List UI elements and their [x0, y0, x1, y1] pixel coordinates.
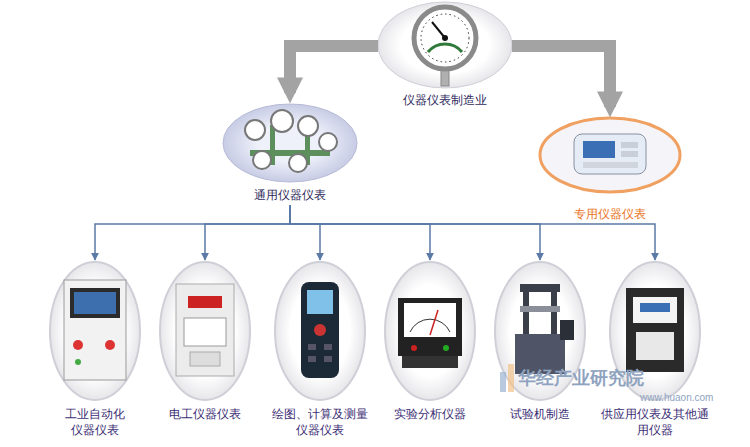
meter-box-picture — [176, 284, 234, 376]
tree-connector — [290, 205, 320, 260]
category-node: 电工仪器仪表 — [160, 262, 250, 422]
category-node: 工业自动化仪器仪表 — [50, 262, 140, 438]
tree-connector — [95, 205, 290, 260]
node-label: 工业自动化仪器仪表 — [64, 406, 126, 438]
bottom-oval-pictures — [50, 262, 700, 400]
gauge-group-picture — [223, 104, 357, 182]
node-label: 专用仪器仪表 — [574, 206, 646, 222]
node-label: 通用仪器仪表 — [254, 187, 326, 203]
block-arrow — [290, 46, 378, 93]
ammeter-picture — [398, 298, 462, 368]
node-label: 试验机制造 — [510, 406, 570, 422]
control-panel-picture — [64, 280, 126, 380]
tree-connector — [205, 205, 290, 260]
watermark-text: www.huaon.com — [640, 392, 713, 403]
watermark-text: 华经产业研究院 — [518, 366, 644, 390]
node-label: 供应用仪表及其他通用仪器 — [599, 406, 711, 438]
category-node: 通用仪器仪表 — [223, 104, 357, 203]
category-node: 专用仪器仪表 — [540, 118, 680, 222]
pressure-gauge-picture — [378, 2, 512, 88]
node-label: 实验分析仪器 — [394, 406, 466, 422]
watermark-logo — [500, 364, 514, 392]
node-label: 仪器仪表制造业 — [403, 92, 487, 108]
medical-monitor-picture — [540, 118, 680, 192]
tree-connector — [290, 205, 540, 260]
node-label: 电工仪器仪表 — [169, 406, 241, 422]
category-node: 供应用仪表及其他通用仪器 — [599, 262, 711, 438]
category-node: 仪器仪表制造业 — [378, 2, 512, 108]
rangefinder-picture — [301, 282, 339, 378]
testing-machine-picture — [515, 284, 574, 374]
category-node: 实验分析仪器 — [385, 262, 475, 422]
node-label: 绘图、计算及测量仪器仪表 — [270, 406, 370, 438]
category-node: 试验机制造 — [495, 262, 585, 422]
electric-meter-picture — [626, 288, 684, 372]
tree-connector — [290, 205, 655, 260]
block-arrow — [512, 46, 610, 107]
tree-connector — [290, 205, 430, 260]
category-node: 绘图、计算及测量仪器仪表 — [270, 262, 370, 438]
